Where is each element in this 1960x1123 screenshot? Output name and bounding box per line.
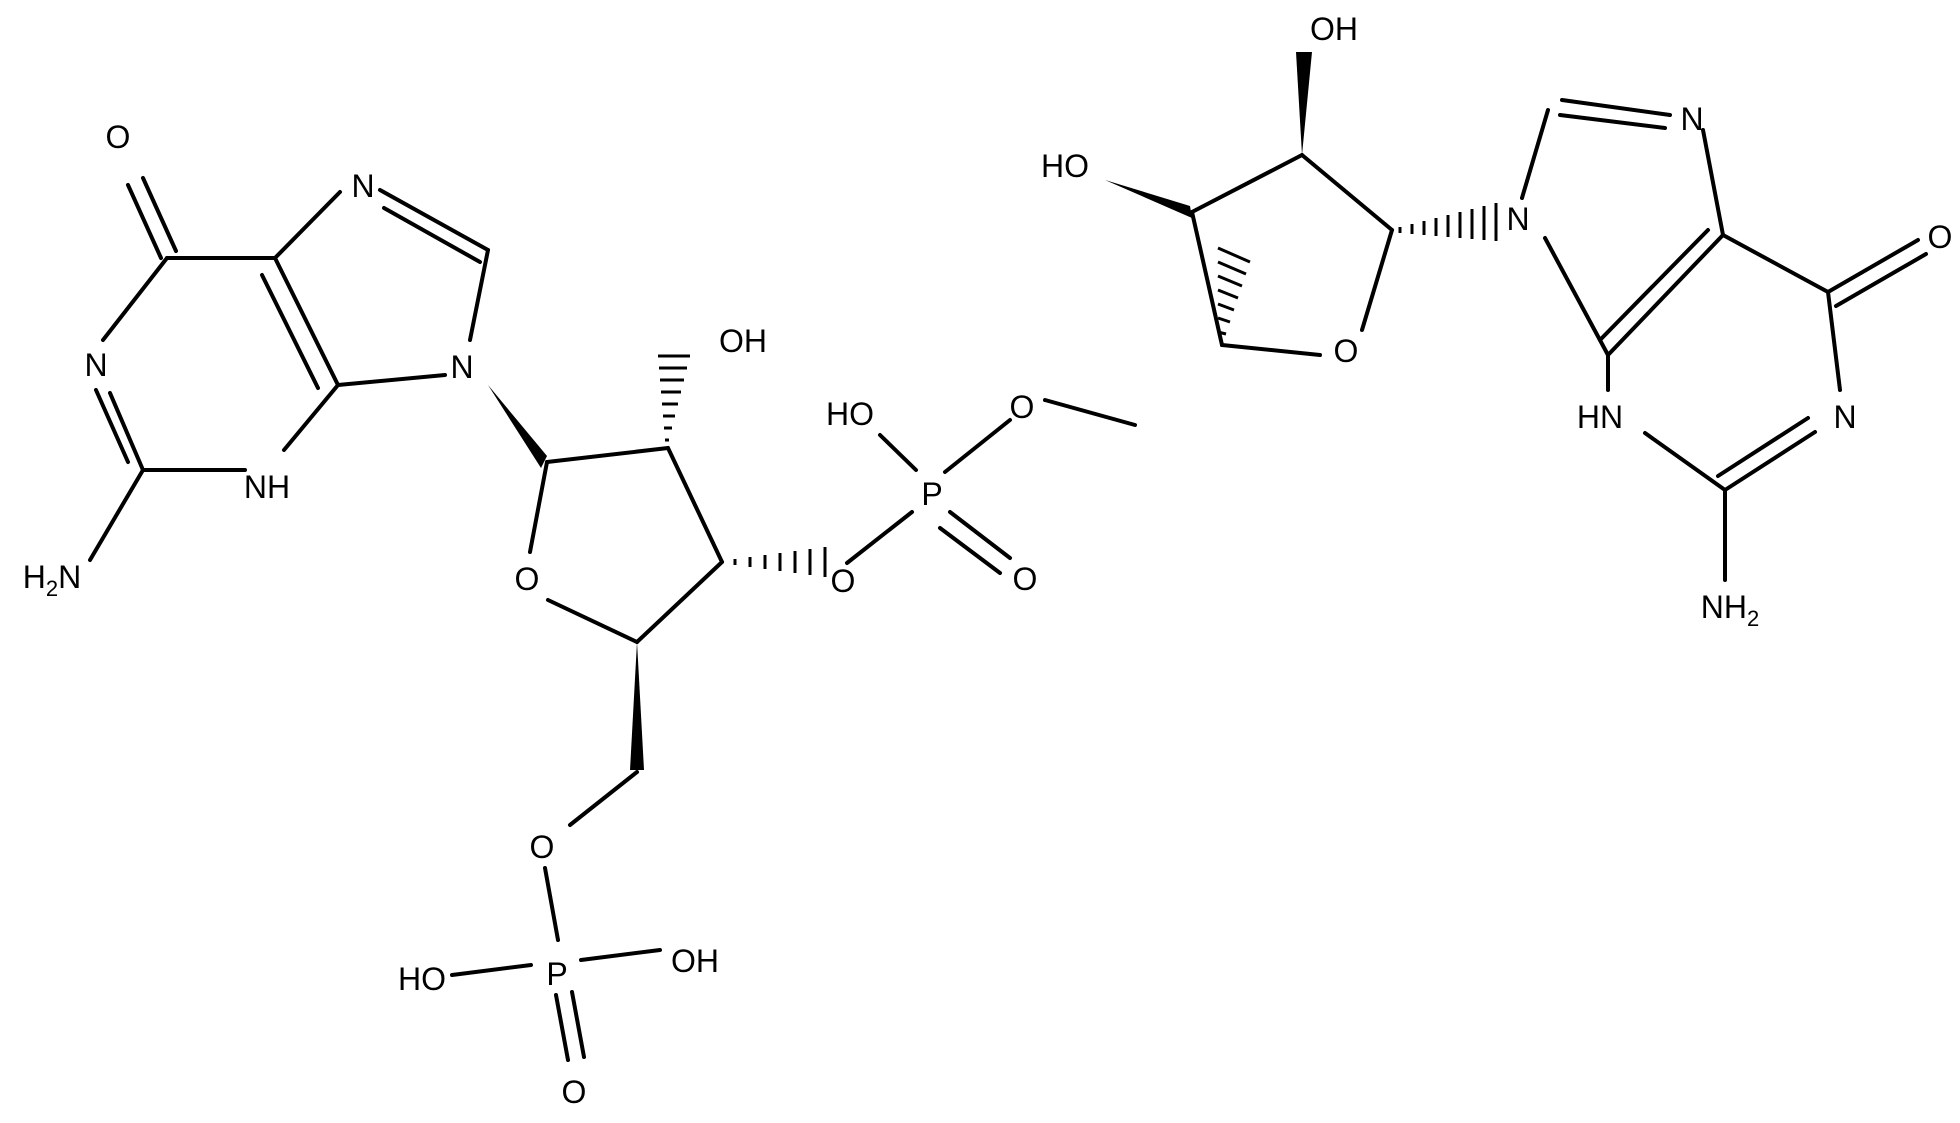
bond: [468, 248, 490, 342]
atom-labels: O N N N NH H2N OH O O O P HO OH O HO P O…: [23, 11, 1953, 1110]
bond: [546, 598, 639, 644]
atom-label: OH: [719, 323, 767, 359]
bond: [1520, 108, 1550, 200]
atom-label: OH: [1310, 11, 1358, 47]
atom-label: N: [450, 349, 473, 385]
atom-label-part: H: [23, 559, 46, 595]
bond: [1643, 431, 1727, 492]
atom-label: N: [1833, 399, 1856, 435]
bond: [938, 526, 1002, 575]
atom-label: P: [546, 956, 567, 992]
hash-bond: [658, 354, 690, 442]
bond: [1360, 228, 1394, 332]
bond: [108, 391, 145, 472]
bond: [1721, 233, 1830, 294]
atom-label: H2N: [23, 559, 81, 601]
bond: [1220, 343, 1322, 357]
bond: [126, 183, 163, 260]
bond: [948, 510, 1012, 560]
wedge-bond: [1105, 180, 1192, 218]
atom-label: O: [1928, 219, 1953, 255]
atom-label: N: [351, 168, 374, 204]
bond: [336, 373, 447, 387]
atom-label: HN: [1577, 399, 1623, 435]
atom-label-part: N: [58, 559, 81, 595]
bond: [1543, 236, 1610, 357]
atom-label: O: [562, 1074, 587, 1110]
bond: [666, 446, 724, 564]
bond: [1716, 416, 1810, 478]
atom-label: O: [831, 563, 856, 599]
bond: [528, 460, 549, 554]
bond: [382, 206, 482, 264]
bond: [570, 990, 586, 1059]
bond: [1834, 252, 1928, 308]
atom-label: HO: [826, 396, 874, 432]
hash-bond: [1217, 246, 1251, 336]
bond: [141, 176, 178, 253]
bond: [545, 446, 670, 464]
atom-label: P: [921, 476, 942, 512]
bond: [1190, 210, 1224, 347]
bond: [543, 866, 560, 942]
bond: [1723, 430, 1817, 492]
hash-bond: [1398, 203, 1498, 241]
subscript: 2: [46, 576, 58, 601]
bond: [1558, 113, 1667, 130]
bond: [378, 188, 490, 252]
bond: [1560, 98, 1672, 117]
wedge-bond: [1296, 52, 1312, 155]
hash-bond: [733, 547, 827, 577]
bond: [1606, 233, 1725, 357]
wedge-bond: [630, 642, 644, 770]
atom-label: N: [1680, 101, 1703, 137]
wedge-bonds: [488, 52, 1312, 770]
bond: [101, 256, 169, 342]
atom-label: OH: [671, 943, 719, 979]
atom-label-part: NH: [1701, 589, 1747, 625]
bond: [1043, 398, 1137, 427]
atom-label: HO: [398, 961, 446, 997]
bond: [845, 510, 914, 565]
hash-bonds: [658, 203, 1498, 577]
bond: [88, 468, 145, 562]
bond: [282, 383, 340, 452]
bond: [635, 560, 724, 644]
bonds: [88, 98, 1928, 1062]
atom-label: O: [1334, 333, 1359, 369]
bond: [450, 963, 533, 977]
wedge-bond: [488, 385, 547, 468]
bond: [878, 433, 918, 472]
bond: [94, 388, 130, 464]
atom-label: N: [84, 347, 107, 383]
bond: [1826, 290, 1842, 392]
atom-label: NH2: [1701, 589, 1759, 631]
bond: [273, 190, 342, 260]
atom-label: O: [106, 119, 131, 155]
atom-label: O: [515, 561, 540, 597]
subscript: 2: [1747, 606, 1759, 631]
bond: [943, 418, 1012, 474]
bond: [1598, 228, 1710, 342]
atom-label: O: [1010, 389, 1035, 425]
atom-label: HO: [1041, 148, 1089, 184]
bond: [579, 948, 662, 962]
bond: [568, 770, 639, 827]
bond: [273, 256, 340, 387]
bond: [1300, 153, 1394, 232]
bond: [260, 273, 320, 390]
atom-label: O: [530, 829, 555, 865]
atom-label: NH: [244, 469, 290, 505]
bond: [1701, 128, 1725, 237]
atom-label: N: [1506, 201, 1529, 237]
bond: [554, 993, 570, 1062]
bond: [1190, 153, 1304, 214]
atom-label: O: [1013, 561, 1038, 597]
bond: [1826, 238, 1920, 294]
